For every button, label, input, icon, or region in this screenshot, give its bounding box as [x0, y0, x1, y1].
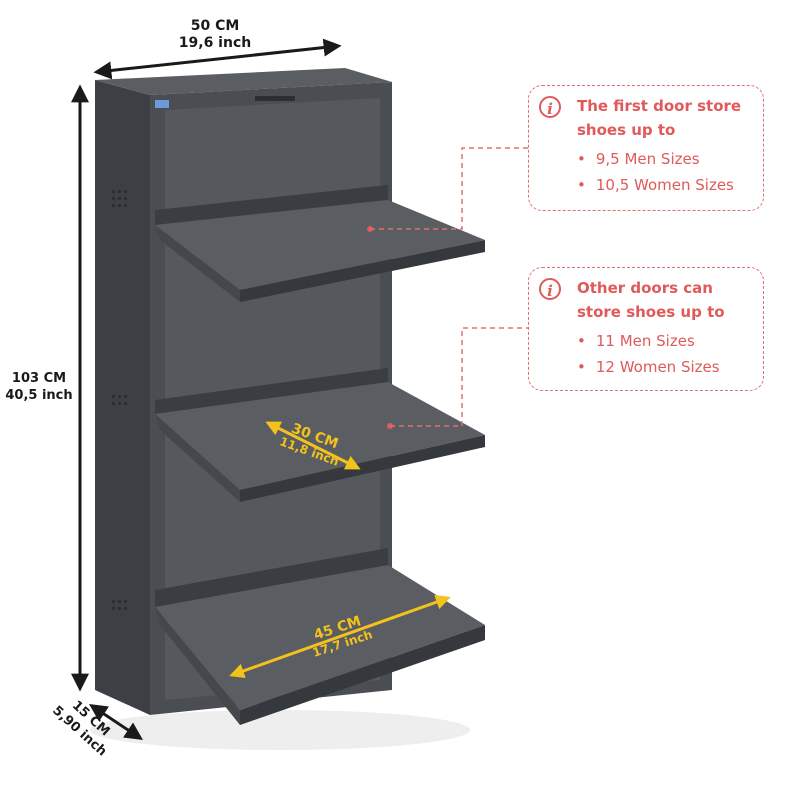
list-item: 12 Women Sizes: [577, 354, 720, 380]
callout-first-list: 9,5 Men Sizes 10,5 Women Sizes: [577, 146, 734, 198]
callout-first-door: i The first door store shoes up to 9,5 M…: [528, 85, 764, 211]
list-item: 11 Men Sizes: [577, 328, 720, 354]
callout-first-title: The first door store shoes up to: [577, 97, 742, 139]
cabinet-side-panel: [95, 80, 150, 715]
callout-other-list: 11 Men Sizes 12 Women Sizes: [577, 328, 720, 380]
height-inch: 40,5 inch: [5, 388, 73, 403]
callout-other-connector: [390, 327, 528, 427]
list-item: 9,5 Men Sizes: [577, 146, 734, 172]
height-dimension-label: 103 CM 40,5 inch: [2, 370, 76, 404]
callout-other-doors: i Other doors can store shoes up to 11 M…: [528, 267, 764, 391]
brand-plate: [255, 96, 295, 101]
drawer-middle: [155, 368, 485, 502]
drawer-depth-arrow: [265, 421, 361, 470]
info-icon: i: [539, 278, 561, 300]
width-dimension-label: 50 CM 19,6 inch: [150, 18, 280, 52]
width-inch: 19,6 inch: [178, 35, 252, 51]
callout-first-connector: [370, 147, 528, 230]
floor-shadow: [90, 710, 470, 750]
list-item: 10,5 Women Sizes: [577, 172, 734, 198]
drawer-top: [155, 185, 485, 302]
callout-other-title: Other doors can store shoes up to: [577, 279, 725, 321]
drawer-width-arrow: [229, 594, 451, 679]
height-cm: 103 CM: [11, 371, 67, 386]
width-dimension-line: [93, 38, 342, 80]
width-cm: 50 CM: [190, 18, 240, 34]
info-icon: i: [539, 96, 561, 118]
side-vents: [112, 190, 127, 610]
depth-dimension-line: [89, 704, 143, 740]
brand-logo: [155, 100, 169, 108]
